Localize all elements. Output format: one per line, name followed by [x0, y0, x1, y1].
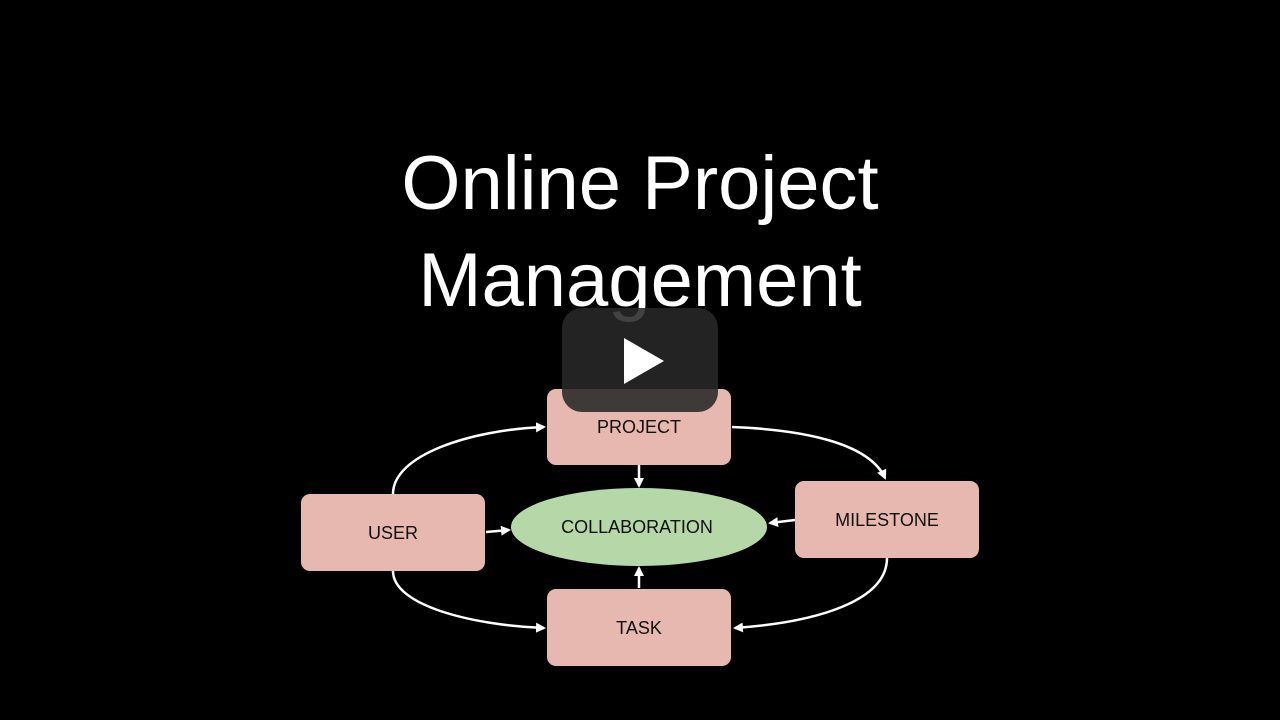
node-collaboration-label: COLLABORATION [561, 517, 713, 537]
node-milestone-label: MILESTONE [835, 510, 939, 530]
node-user: USER [301, 494, 485, 571]
node-collaboration: COLLABORATION [511, 488, 767, 566]
node-user-box [301, 494, 485, 571]
arrow-user-to-collaboration [485, 525, 511, 536]
node-collaboration-ellipse [511, 488, 767, 566]
arrow-user-to-task [391, 570, 546, 633]
arrow-milestone-to-task [733, 557, 889, 633]
slide-title-line-2: Management [418, 238, 862, 323]
node-milestone-box [795, 481, 979, 558]
node-user-label: USER [368, 523, 418, 543]
play-icon [624, 338, 664, 384]
node-task-box [547, 589, 731, 666]
arrow-milestone-to-collaboration [768, 517, 796, 528]
arrow-project-to-milestone [731, 425, 887, 480]
slide-title-line-1: Online Project [401, 141, 879, 226]
node-milestone: MILESTONE [795, 481, 979, 558]
play-button[interactable] [562, 308, 718, 412]
node-project-label: PROJECT [597, 417, 681, 437]
arrow-user-to-project [391, 422, 546, 495]
node-task-label: TASK [616, 618, 662, 638]
node-task: TASK [547, 589, 731, 666]
